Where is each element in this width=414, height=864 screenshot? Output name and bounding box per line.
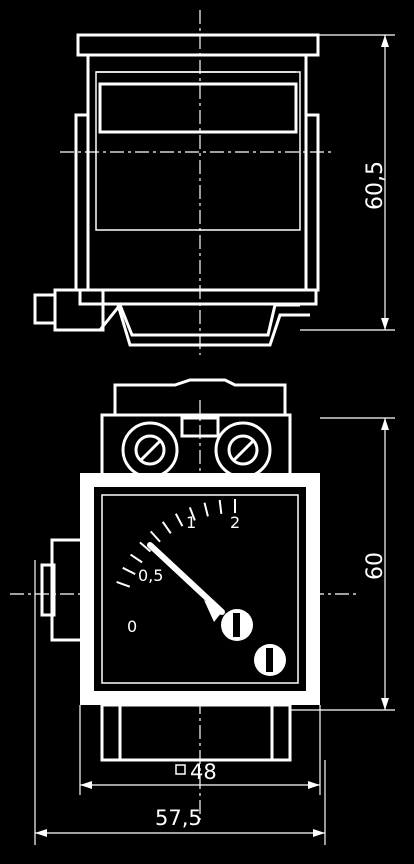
scale-tick [122,566,136,576]
scale-tick [116,580,131,588]
scale-tick [203,502,209,517]
dim-arrow-right-57-5 [313,829,325,837]
scale-tick [139,541,152,553]
scale-tick [218,499,223,514]
top-view: 60,5 [33,10,395,355]
top-cap [76,33,320,57]
display-window [98,82,298,134]
pointer-base [204,600,222,622]
scale-label-0-5: 0,5 [138,566,163,585]
right-side-clip [304,113,320,292]
scale-tick [149,530,161,543]
dim-arrow-right-48 [308,781,320,789]
base-plate [78,288,318,306]
dial-inner-border [101,494,299,684]
connector-block [53,288,105,332]
dim-label-48: 48 [190,760,217,784]
scale-tick [174,513,184,527]
dim-arrow-up-60 [381,418,389,430]
square-symbol [175,764,186,775]
scale-label-0: 0 [127,617,137,636]
dim-arrow-left-57-5 [35,829,47,837]
side-mount-tab [40,563,56,617]
scale-tick [161,521,172,534]
rail-bracket [98,302,300,337]
dim-arrow-down-60 [381,698,389,710]
front-view: 0 0,5 1 2 60 48 [10,378,395,845]
scale-label-2: 2 [230,513,240,532]
dial-scale [116,499,236,588]
left-connector [33,293,57,325]
scale-label-1: 1 [186,513,196,532]
dim-arrow-up [381,35,389,47]
terminal-screw-left [134,434,166,466]
scale-tick [188,507,196,521]
terminal-block [100,413,292,477]
side-mount [50,538,84,642]
pointer-needle [147,542,225,615]
range-adjust-slot [266,648,273,672]
terminal-screw-right [227,434,259,466]
rail-bracket-lower [116,304,310,347]
dim-label-57-5: 57,5 [155,806,202,830]
dim-arrow-left-48 [80,781,92,789]
inner-frame [95,71,301,231]
left-side-clip [74,113,90,292]
terminal-screw-left-slot [138,438,163,463]
zero-adjust-slot [233,613,240,637]
scale-tick [129,553,143,564]
dim-label-60: 60 [363,552,388,580]
bottom-housing [100,703,292,762]
center-clip [180,416,220,438]
terminal-screw-right-slot [231,438,256,463]
dim-label-60-5: 60,5 [363,161,388,210]
dim-arrow-down [381,318,389,330]
housing-body [86,53,308,292]
